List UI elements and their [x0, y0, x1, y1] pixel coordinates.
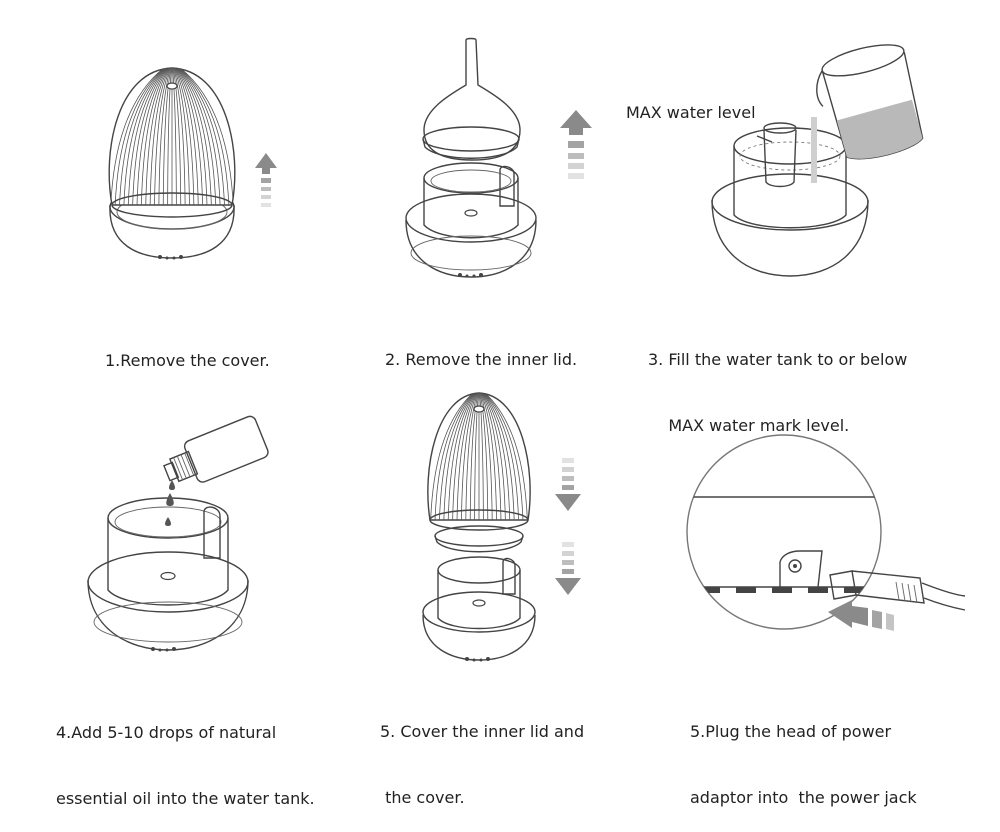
- step4-caption-line2: essential oil into the water tank.: [56, 789, 315, 808]
- step5-illustration: [422, 392, 581, 662]
- step4-caption: 4.Add 5-10 drops of natural essential oi…: [56, 678, 315, 832]
- step2-caption-line1: 2. Remove the inner lid.: [385, 350, 578, 369]
- step1-illustration: [108, 67, 277, 260]
- instruction-illustrations: [87, 37, 966, 662]
- arrow-down-icon: [555, 458, 581, 511]
- step3-caption: 3. Fill the water tank to or below MAX w…: [648, 305, 907, 459]
- step2-illustration: [405, 37, 592, 278]
- step5-caption-line2: the cover.: [380, 788, 465, 807]
- step3-caption-line2: MAX water mark level.: [648, 416, 850, 435]
- step1-caption: 1.Remove the cover.: [105, 306, 270, 394]
- water-drop-icon: [165, 480, 175, 526]
- step5-caption-line1: 5. Cover the inner lid and: [380, 722, 585, 741]
- step4-illustration: [87, 415, 269, 652]
- arrow-up-icon: [255, 153, 277, 207]
- step5-caption: 5. Cover the inner lid and the cover.: [380, 677, 584, 831]
- arrow-up-icon: [560, 110, 592, 179]
- step6-caption-line2: adaptor into the power jack: [690, 788, 917, 807]
- arrow-down-icon: [555, 542, 581, 595]
- step6-illustration: [686, 434, 966, 631]
- step6-caption: 5.Plug the head of power adaptor into th…: [690, 677, 917, 831]
- step6-caption-line1: 5.Plug the head of power: [690, 722, 892, 741]
- step3-caption-line1: 3. Fill the water tank to or below: [648, 350, 908, 369]
- max-water-level-label: MAX water level: [626, 103, 756, 122]
- step4-caption-line1: 4.Add 5-10 drops of natural: [56, 723, 277, 742]
- step3-illustration: [711, 44, 924, 277]
- step2-caption: 2. Remove the inner lid.: [385, 305, 577, 393]
- arrow-left-icon: [828, 600, 894, 631]
- step1-caption-line1: 1.Remove the cover.: [105, 351, 270, 370]
